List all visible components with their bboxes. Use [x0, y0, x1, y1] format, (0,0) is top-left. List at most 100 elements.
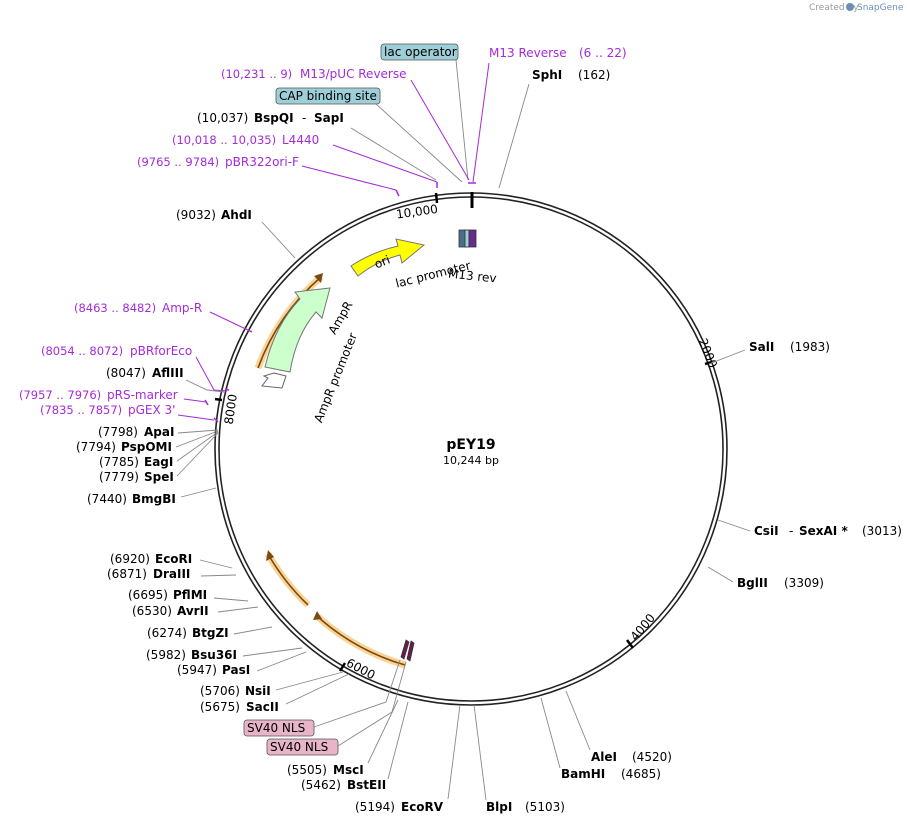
site-draiii-leader: [200, 574, 237, 577]
site-csii-name: CsiI: [754, 524, 779, 538]
tick-4000: [626, 639, 634, 649]
primer-ampr-pos: (8463 .. 8482): [74, 301, 156, 315]
site-nsii-name: NsiI: [245, 684, 271, 698]
primer-pbrforeco-pos: (8054 .. 8072): [41, 344, 123, 358]
site-bsu36i-name: Bsu36I: [191, 648, 237, 662]
cap-site-leader: [375, 103, 463, 183]
site-alei-name: AleI: [591, 750, 617, 764]
site-bmgbi-pos: (7440): [87, 492, 127, 506]
sv40-nls-leader-1: [313, 659, 401, 728]
site-avrii-leader: [217, 606, 259, 613]
site-pspomi-leader: [175, 430, 219, 448]
site-ahdi-pos: (9032): [176, 208, 216, 222]
site-ecori-name: EcoRI: [155, 552, 192, 566]
orf-arc-lower-a-core: [317, 616, 406, 666]
ampr-label: AmpR: [326, 299, 356, 337]
site-bamhi-name: BamHI: [561, 767, 605, 781]
site-sphi-name: SphI: [532, 68, 562, 82]
plasmid-name: pEY19: [446, 437, 495, 453]
site-bspqi-pos: (10,037): [197, 111, 248, 125]
site-sali-name: SalI: [749, 340, 774, 354]
orf-arc-lower-b: [264, 552, 311, 608]
site-bglii-pos: (3309): [784, 576, 824, 590]
primer-m13puc-leader: [410, 79, 470, 181]
site-draiii-name: DraIII: [153, 567, 190, 581]
site-bsu36i-pos: (5982): [146, 648, 186, 662]
sv40-nls-feature-2[interactable]: [406, 640, 415, 662]
primer-ampr-leader: [209, 311, 251, 332]
site-bamhi-leader: [540, 697, 561, 769]
m13-rev-feature[interactable]: [468, 229, 477, 248]
site-bsteii-pos: (5462): [301, 778, 341, 792]
primer-m13puc-pos: (10,231 .. 9): [221, 67, 292, 81]
site-bsteii-name: BstEII: [347, 778, 386, 792]
primer-l4440-name: L4440: [282, 133, 319, 147]
site-pflmi-name: PflMI: [173, 588, 207, 602]
primer-m13-reverse-name: M13 Reverse: [489, 46, 567, 60]
site-ahdi-leader: [261, 221, 296, 259]
orf-arc-lower-a-head: [313, 611, 322, 620]
site-nsii-pos: (5706): [200, 684, 240, 698]
site-pspomi-name: PspOMI: [121, 440, 172, 454]
ampr-feature[interactable]: [264, 287, 331, 373]
site-sali-pos: (1983): [790, 340, 830, 354]
plasmid-length: 10,244 bp: [443, 454, 499, 467]
site-blpi-leader: [473, 704, 487, 801]
site-blpi-pos: (5103): [525, 800, 565, 814]
site-ecori-leader: [199, 559, 233, 569]
m13-rev-label: M13 rev: [447, 267, 497, 286]
site-pasi-pos: (5947): [177, 663, 217, 677]
primer-m13-reverse-leader: [472, 62, 490, 183]
site-pspomi-pos: (7794): [76, 440, 116, 454]
cap-site-box: [275, 87, 381, 105]
site-ahdi-name: AhdI: [221, 208, 252, 222]
site-pasi-leader: [256, 651, 307, 672]
site-bspqi-leader: [350, 127, 437, 181]
site-avrii-name: AvrII: [177, 604, 209, 618]
site-sphi-leader: [498, 83, 530, 189]
site-bglii-leader: [707, 566, 734, 583]
tick-10000: [434, 192, 439, 204]
orf-arc-upper-head: [314, 273, 323, 283]
primer-prs-pos: (7957 .. 7976): [19, 388, 101, 402]
snapgene-logo-icon: [846, 3, 854, 11]
ori-feature[interactable]: [350, 238, 426, 277]
site-btgzi-name: BtgZI: [192, 626, 229, 640]
tick-label-6000: 6000: [344, 656, 378, 683]
site-sphi-pos: (162): [578, 68, 610, 82]
tick-label-8000: 8000: [222, 393, 240, 425]
site-bamhi-pos: (4685): [621, 767, 661, 781]
primer-mark-prs: [204, 399, 209, 406]
site-nsii-leader: [275, 671, 344, 691]
site-sacii-pos: (5675): [200, 700, 240, 714]
site-btgzi-leader: [233, 626, 273, 635]
lac-operator-box: [380, 43, 459, 61]
site-csii-dash: -: [789, 524, 793, 538]
site-alei-leader: [565, 690, 591, 751]
site-draiii-pos: (6871): [107, 567, 147, 581]
site-msci-pos: (5505): [287, 763, 327, 777]
site-apai-pos: (7798): [98, 425, 138, 439]
orf-arc-lower-b-head: [266, 550, 274, 561]
primer-l4440-pos: (10,018 .. 10,035): [172, 133, 276, 147]
site-ecori-pos: (6920): [110, 552, 150, 566]
ampr-promoter-feature[interactable]: [261, 372, 287, 389]
sv40-nls-label-2: SV40 NLS: [270, 740, 328, 754]
site-msci-name: MscI: [333, 763, 364, 777]
sv40-nls-feature-1[interactable]: [400, 639, 410, 660]
primer-prs-leader: [183, 398, 207, 403]
tick-label-2000: 2000: [696, 336, 720, 370]
site-bsu36i-leader: [242, 647, 303, 657]
tick-6000: [338, 662, 347, 672]
primer-mark-pbrforeco: [224, 388, 230, 391]
site-blpi-name: BlpI: [486, 800, 512, 814]
primer-pgex-pos: (7835 .. 7857): [40, 403, 122, 417]
primer-m13puc-name: M13/pUC Reverse: [300, 67, 407, 81]
site-ecorv-pos: (5194): [355, 800, 395, 814]
ampr-promoter-label: AmpR promoter: [311, 331, 360, 425]
sv40-nls-box-1: [243, 719, 315, 737]
site-spei-name: SpeI: [144, 470, 174, 484]
site-afliii-leader: [185, 379, 225, 393]
primer-mark-pbr: [395, 189, 400, 197]
